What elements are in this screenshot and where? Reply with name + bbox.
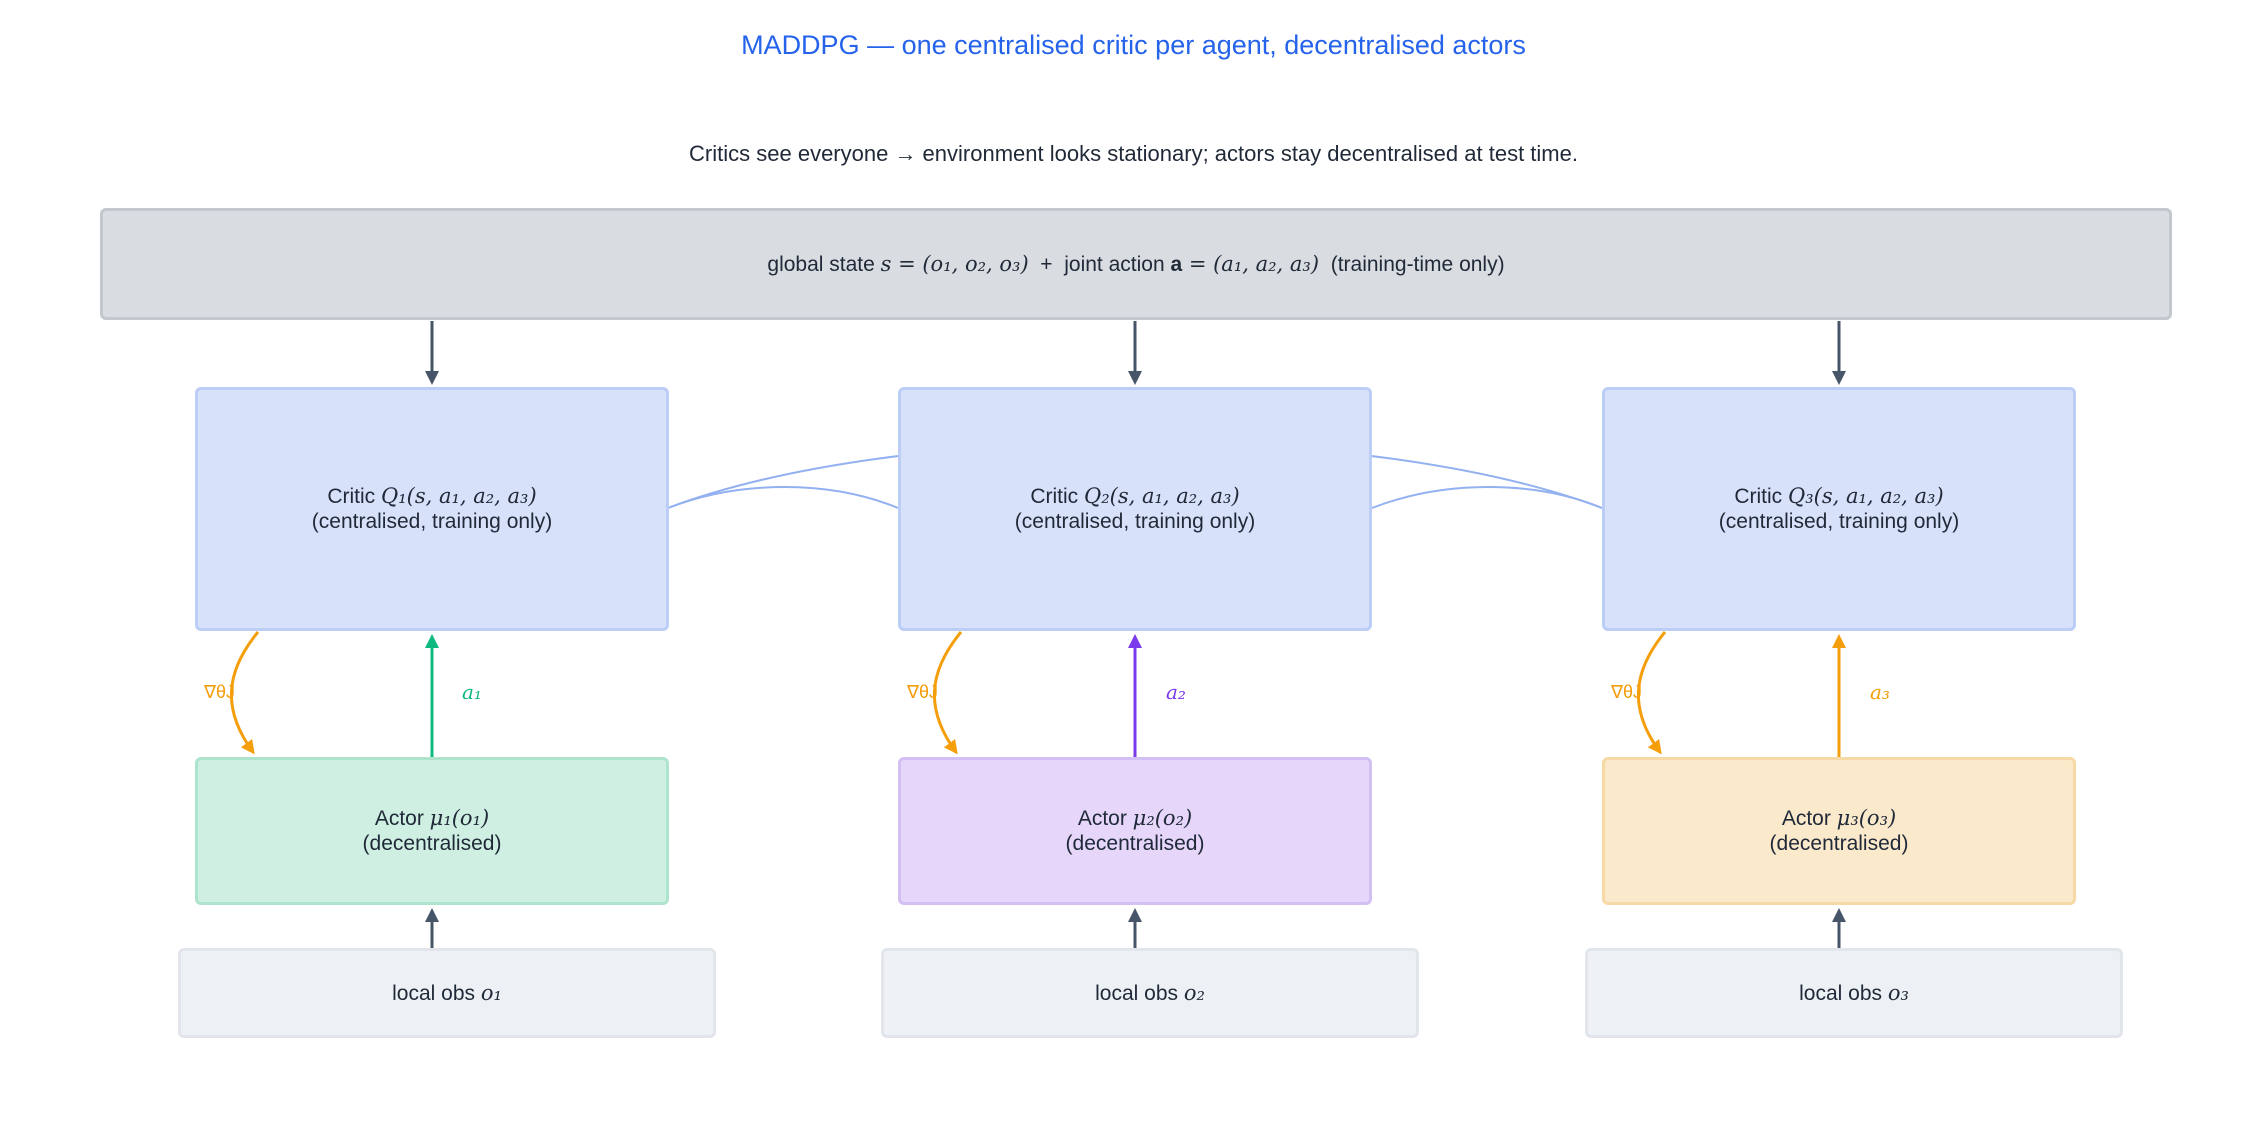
critic-1-prefix: Critic: [327, 485, 381, 508]
critic-2-box: Critic Q₂(s, a₁, a₂, a₃) (centralised, t…: [898, 387, 1372, 631]
global-suffix: (training-time only): [1319, 252, 1505, 276]
global-state-box: global state s = (o₁, o₂, o₃) + joint ac…: [100, 208, 2172, 320]
local-obs-2-box: local obs o₂: [881, 948, 1419, 1038]
gradient-label-2: ∇θJ: [907, 682, 939, 702]
critic-2-prefix: Critic: [1030, 485, 1084, 508]
critic-3-math: Q₃(s, a₁, a₂, a₃): [1788, 484, 1944, 508]
global-plus: + joint action: [1028, 252, 1171, 276]
action-label-3: a₃: [1870, 680, 1890, 704]
gradient-label-1: ∇θJ: [204, 682, 236, 702]
global-action-math: = (a₁, a₂, a₃): [1182, 251, 1320, 276]
actor-3-prefix: Actor: [1781, 807, 1837, 830]
critic-link-2-3: [1371, 486, 1603, 509]
obs-3-math: o₃: [1887, 980, 1909, 1005]
critic-3-prefix: Critic: [1734, 485, 1788, 508]
critic-1-note: (centralised, training only): [311, 510, 553, 533]
actor-2-prefix: Actor: [1077, 807, 1133, 830]
action-label-2: a₂: [1166, 680, 1186, 704]
actor-1-box: Actor μ₁(o₁) (decentralised): [195, 757, 669, 905]
obs-3-prefix: local obs: [1799, 981, 1888, 1005]
actor-1-math: μ₁(o₁): [429, 806, 490, 830]
joint-action-symbol: a: [1170, 252, 1183, 276]
actor-2-note: (decentralised): [1065, 832, 1205, 855]
gradient-label-3: ∇θJ: [1611, 682, 1643, 702]
critic-2-note: (centralised, training only): [1014, 510, 1256, 533]
actor-1-prefix: Actor: [374, 807, 430, 830]
actor-3-note: (decentralised): [1769, 832, 1909, 855]
actor-1-note: (decentralised): [362, 832, 502, 855]
gradient-arrow-2: [933, 631, 963, 755]
obs-2-math: o₂: [1183, 980, 1205, 1005]
actor-3-math: μ₃(o₃): [1836, 806, 1897, 830]
obs-2-prefix: local obs: [1095, 981, 1184, 1005]
critic-1-box: Critic Q₁(s, a₁, a₂, a₃) (centralised, t…: [195, 387, 669, 631]
actor-2-box: Actor μ₂(o₂) (decentralised): [898, 757, 1372, 905]
actor-2-math: μ₂(o₂): [1132, 806, 1193, 830]
gradient-arrow-1: [230, 631, 260, 755]
action-label-1: a₁: [462, 680, 482, 704]
critic-1-math: Q₁(s, a₁, a₂, a₃): [381, 484, 537, 508]
critic-link-1-2: [667, 486, 899, 509]
local-obs-1-box: local obs o₁: [178, 948, 716, 1038]
diagram-title: MADDPG — one centralised critic per agen…: [741, 30, 1526, 60]
obs-1-prefix: local obs: [392, 981, 481, 1005]
gradient-arrow-3: [1637, 631, 1667, 755]
diagram-subtitle: Critics see everyone → environment looks…: [689, 141, 1578, 166]
critic-3-box: Critic Q₃(s, a₁, a₂, a₃) (centralised, t…: [1602, 387, 2076, 631]
critic-2-math: Q₂(s, a₁, a₂, a₃): [1084, 484, 1240, 508]
global-prefix: global state: [767, 252, 881, 276]
obs-1-math: o₁: [480, 980, 502, 1005]
global-state-math: s = (o₁, o₂, o₃): [880, 251, 1029, 276]
actor-3-box: Actor μ₃(o₃) (decentralised): [1602, 757, 2076, 905]
critic-3-note: (centralised, training only): [1718, 510, 1960, 533]
local-obs-3-box: local obs o₃: [1585, 948, 2123, 1038]
